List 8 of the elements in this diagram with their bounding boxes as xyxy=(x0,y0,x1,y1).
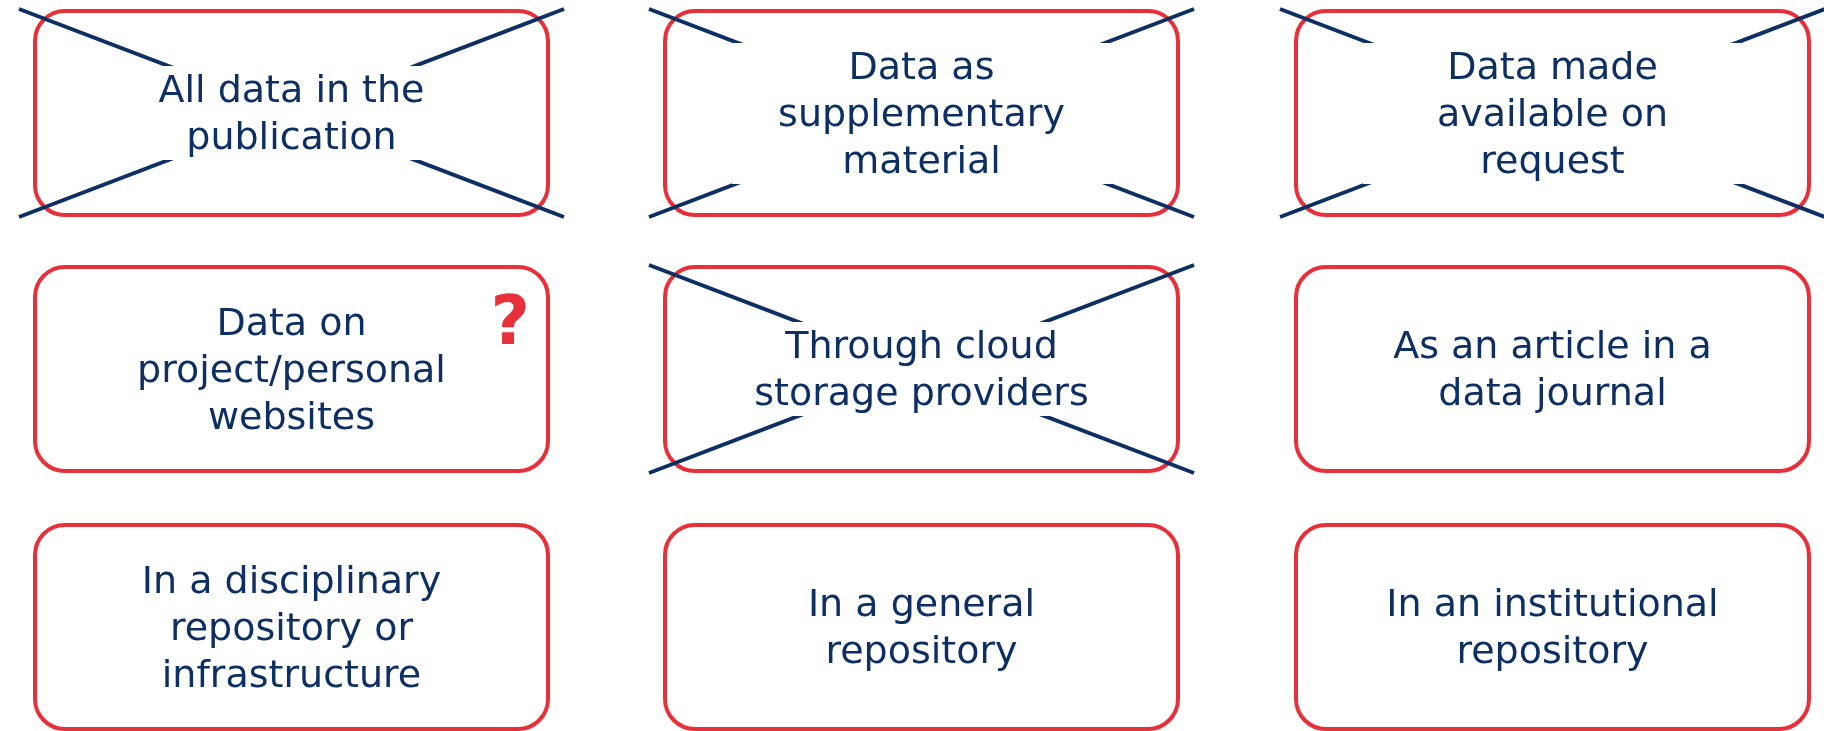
option-box xyxy=(663,523,1180,731)
option-box xyxy=(33,523,550,731)
option-box xyxy=(1294,265,1811,473)
option-box xyxy=(1294,523,1811,731)
option-label: Data made available on request xyxy=(1362,42,1743,184)
option-label: Data as supplementary material xyxy=(731,42,1112,184)
option-box xyxy=(33,265,550,473)
question-mark: ? xyxy=(490,287,530,355)
